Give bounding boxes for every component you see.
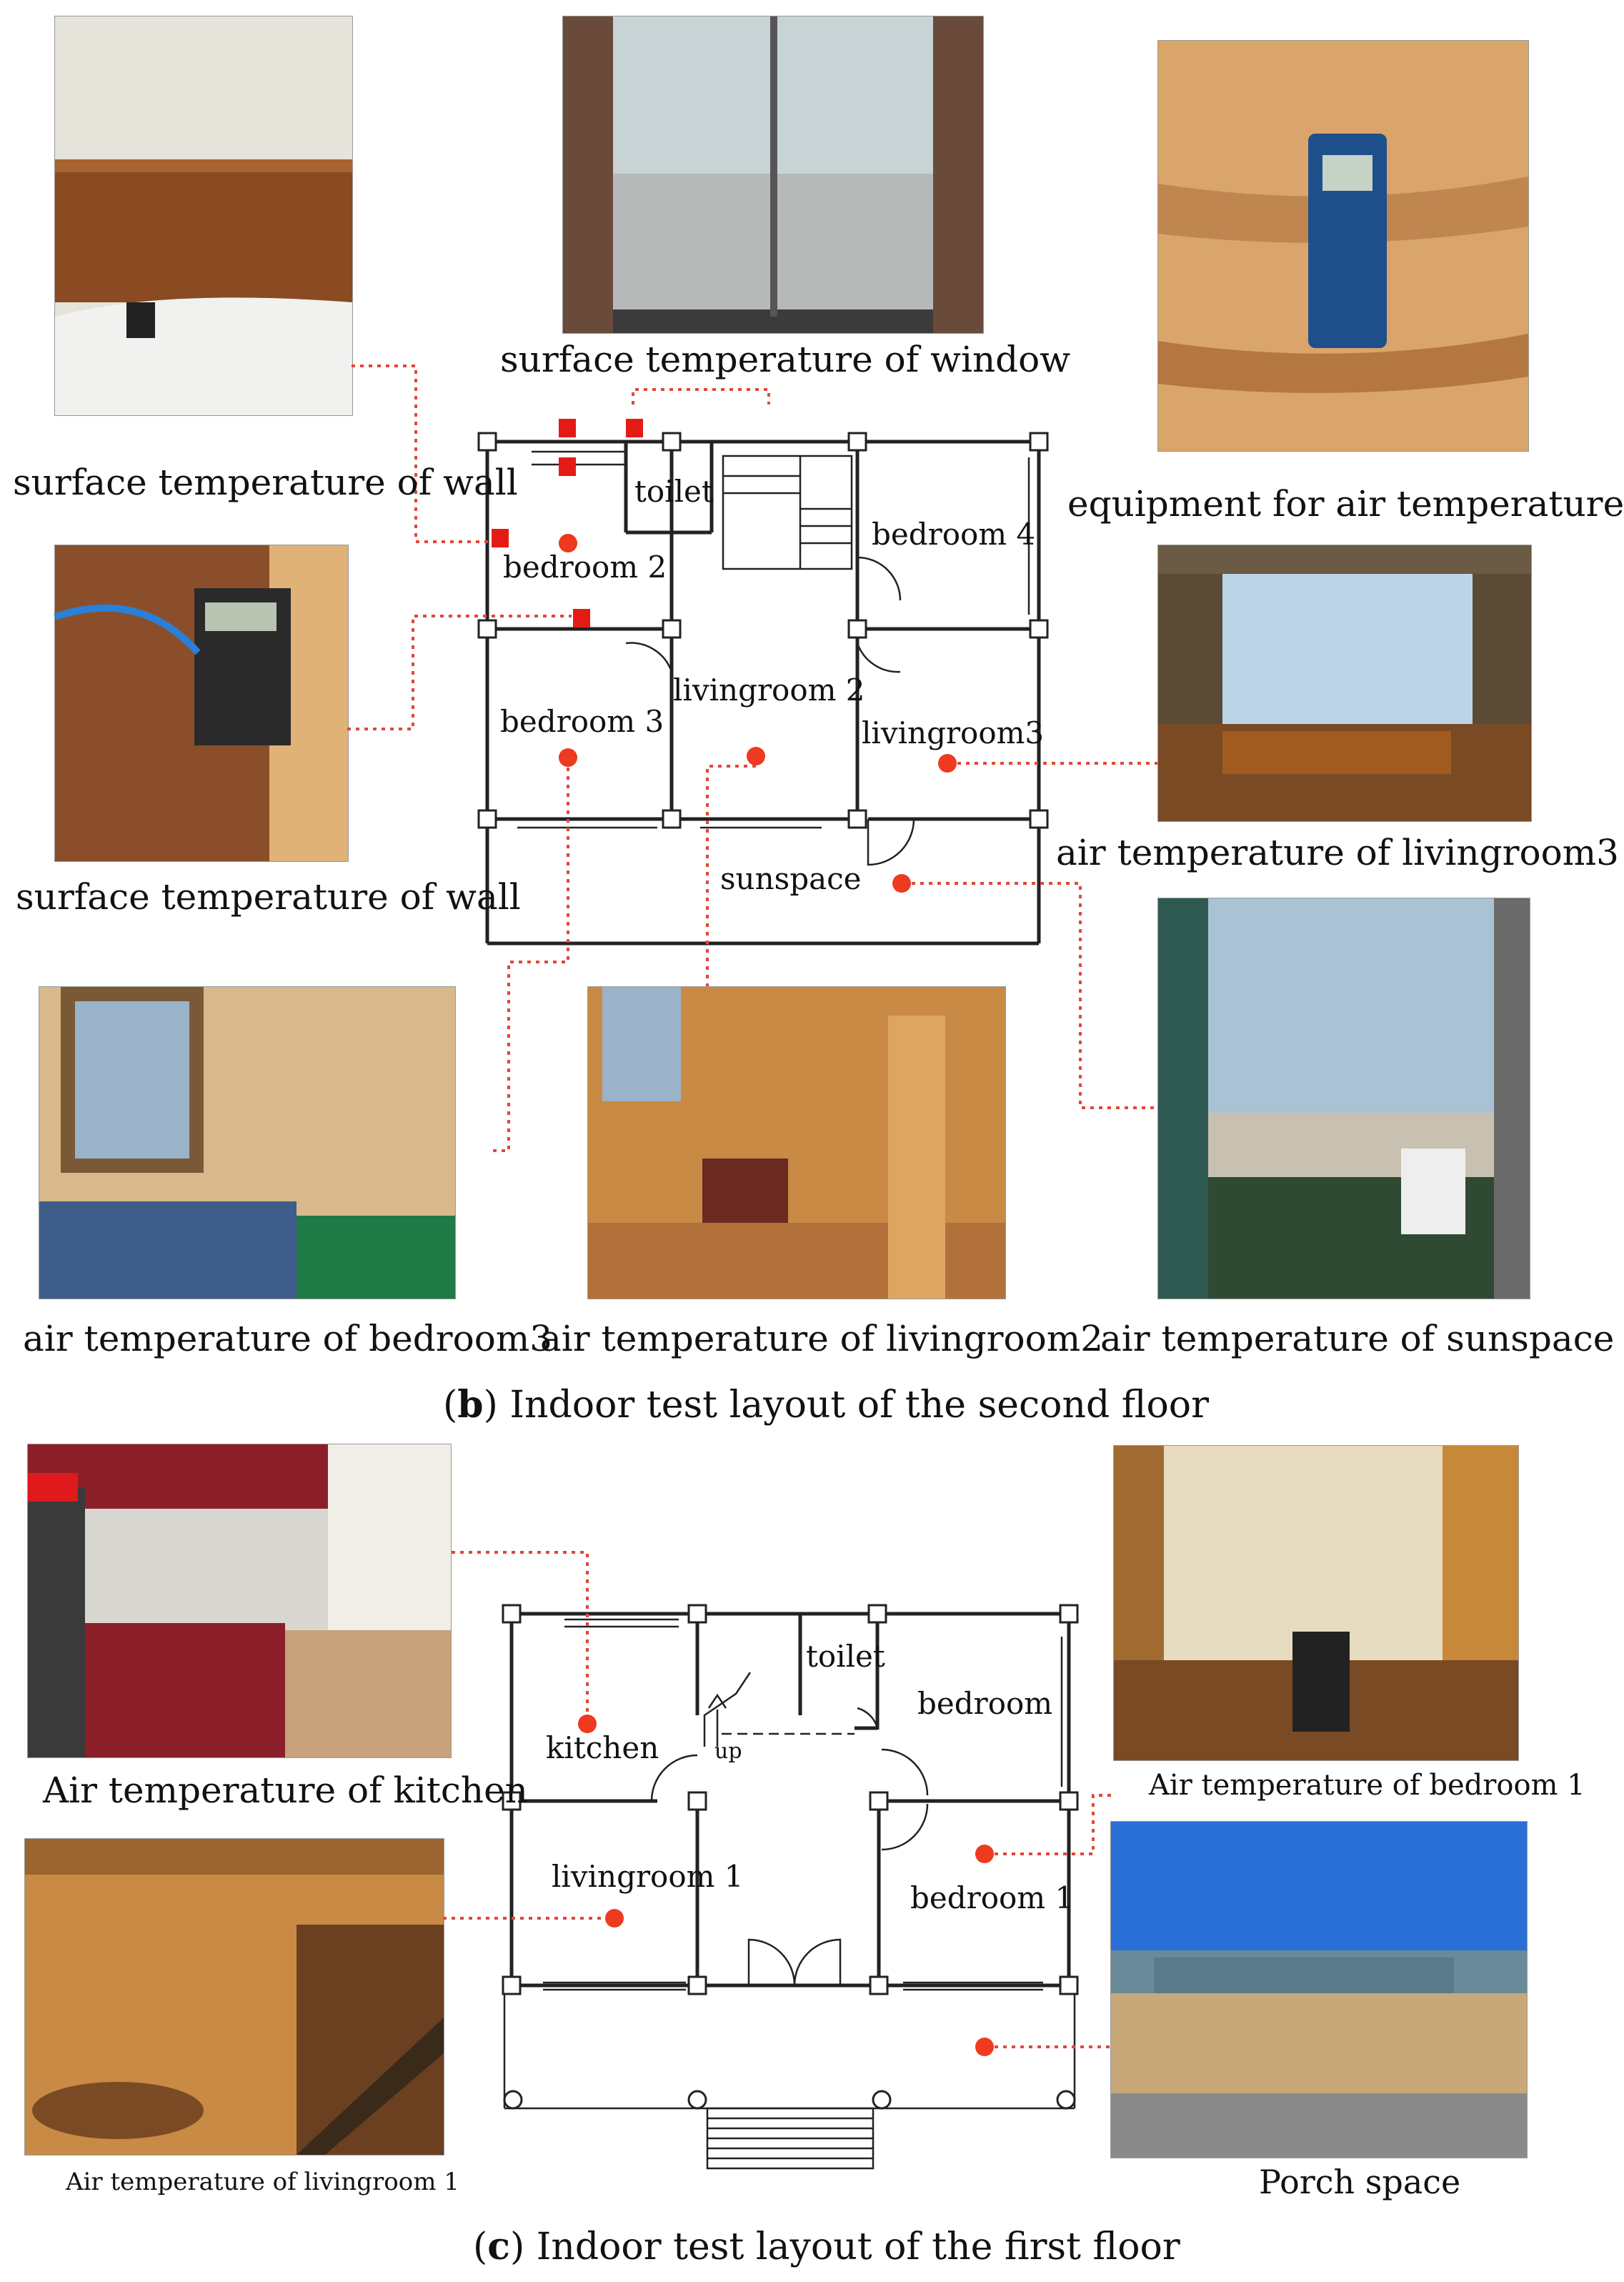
label-air-livingroom1: Air temperature of livingroom 1: [66, 2168, 459, 2196]
room-livingroom1: livingroom 1: [552, 1859, 744, 1894]
photo-livingroom3: [1157, 545, 1532, 822]
room-livingroom3: livingroom3: [862, 715, 1044, 750]
photo-livingroom2: [587, 986, 1006, 1299]
label-air-livingroom2: air temperature of livingroom2: [540, 1318, 1103, 1359]
photo-sunspace: [1157, 898, 1530, 1299]
room-bedroom1: bedroom 1: [910, 1880, 1074, 1915]
floor-plan-first: toilet bedroom kitchen up livingroom 1 b…: [443, 1551, 1113, 2170]
room-bedroom: bedroom: [917, 1686, 1052, 1721]
caption-text-c: ) Indoor test layout of the first floor: [509, 2226, 1180, 2268]
photo-thermometer: [1157, 40, 1529, 452]
label-air-kitchen: Air temperature of kitchen: [43, 1770, 528, 1811]
label-porch: Porch space: [1259, 2163, 1461, 2201]
label-surface-window: surface temperature of window: [500, 339, 1071, 380]
label-surface-wall-2: surface temperature of wall: [16, 876, 521, 918]
room-toilet-1f: toilet: [806, 1639, 885, 1674]
label-equipment: equipment for air temperature: [1067, 483, 1624, 525]
label-air-bedroom3: air temperature of bedroom3: [23, 1318, 553, 1359]
room-up: up: [714, 1739, 742, 1764]
room-sunspace: sunspace: [720, 861, 862, 896]
photo-porch: [1110, 1821, 1528, 2158]
caption-letter-b: b: [457, 1383, 484, 1427]
caption-first-floor: (c) Indoor test layout of the first floo…: [473, 2225, 1180, 2268]
photo-bedroom1: [1113, 1445, 1519, 1761]
caption-second-floor: (b) Indoor test layout of the second flo…: [443, 1383, 1209, 1427]
label-air-livingroom3: air temperature of livingroom3: [1056, 832, 1619, 873]
photo-window: [562, 16, 984, 334]
label-surface-wall-1: surface temperature of wall: [13, 462, 518, 503]
photo-livingroom1: [24, 1838, 444, 2156]
floor-plan-second: toilet bedroom 4 bedroom 2 livingroom 2 …: [347, 364, 1157, 1152]
room-bedroom4: bedroom 4: [872, 517, 1035, 552]
photo-kitchen: [27, 1444, 452, 1758]
room-toilet-2f: toilet: [634, 474, 714, 509]
room-bedroom2: bedroom 2: [503, 550, 667, 585]
label-air-sunspace: air temperature of sunspace: [1100, 1318, 1615, 1359]
label-air-bedroom1: Air temperature of bedroom 1: [1149, 1769, 1585, 1802]
room-kitchen: kitchen: [546, 1730, 659, 1765]
room-bedroom3: bedroom 3: [500, 704, 664, 739]
photo-bedroom-wall-sensor: [54, 16, 353, 416]
caption-letter-c: c: [487, 2225, 510, 2268]
photo-bedroom3: [39, 986, 456, 1299]
caption-text-b: ) Indoor test layout of the second floor: [483, 1384, 1209, 1427]
room-livingroom2: livingroom 2: [673, 673, 865, 708]
photo-wall-sensor-meter: [54, 545, 349, 862]
